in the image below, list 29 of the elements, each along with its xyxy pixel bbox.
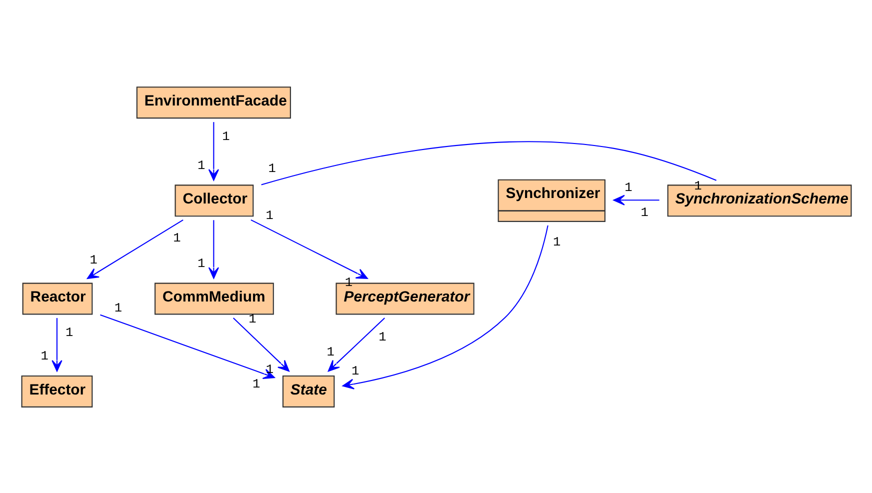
arrow bbox=[612, 194, 659, 206]
label: 1 bbox=[640, 204, 648, 220]
arrow bbox=[250, 219, 368, 279]
label: 1 bbox=[552, 234, 560, 250]
label: 1 bbox=[265, 208, 273, 223]
label: 1 bbox=[114, 300, 122, 316]
label: 1 bbox=[222, 129, 230, 144]
arrow bbox=[342, 225, 548, 390]
label: 1 bbox=[624, 180, 632, 196]
label: 1 bbox=[252, 376, 260, 392]
arrow bbox=[208, 220, 219, 279]
label: 1 bbox=[378, 329, 386, 344]
label: 1 bbox=[172, 230, 180, 246]
arrow bbox=[327, 318, 384, 372]
arrow bbox=[86, 219, 183, 279]
label: 1 bbox=[268, 161, 276, 176]
arrow bbox=[232, 318, 289, 372]
label: 1 bbox=[350, 364, 359, 379]
label: 1 bbox=[89, 252, 97, 268]
label: 1 bbox=[265, 362, 274, 378]
label: 1 bbox=[326, 344, 334, 360]
label: 1 bbox=[40, 348, 48, 364]
label: 1 bbox=[64, 325, 73, 340]
arrow bbox=[208, 122, 219, 181]
connector bbox=[260, 141, 716, 186]
label: 1 bbox=[197, 158, 205, 173]
arrow bbox=[51, 318, 62, 372]
label: 1 bbox=[197, 256, 205, 271]
arrow bbox=[100, 314, 274, 379]
